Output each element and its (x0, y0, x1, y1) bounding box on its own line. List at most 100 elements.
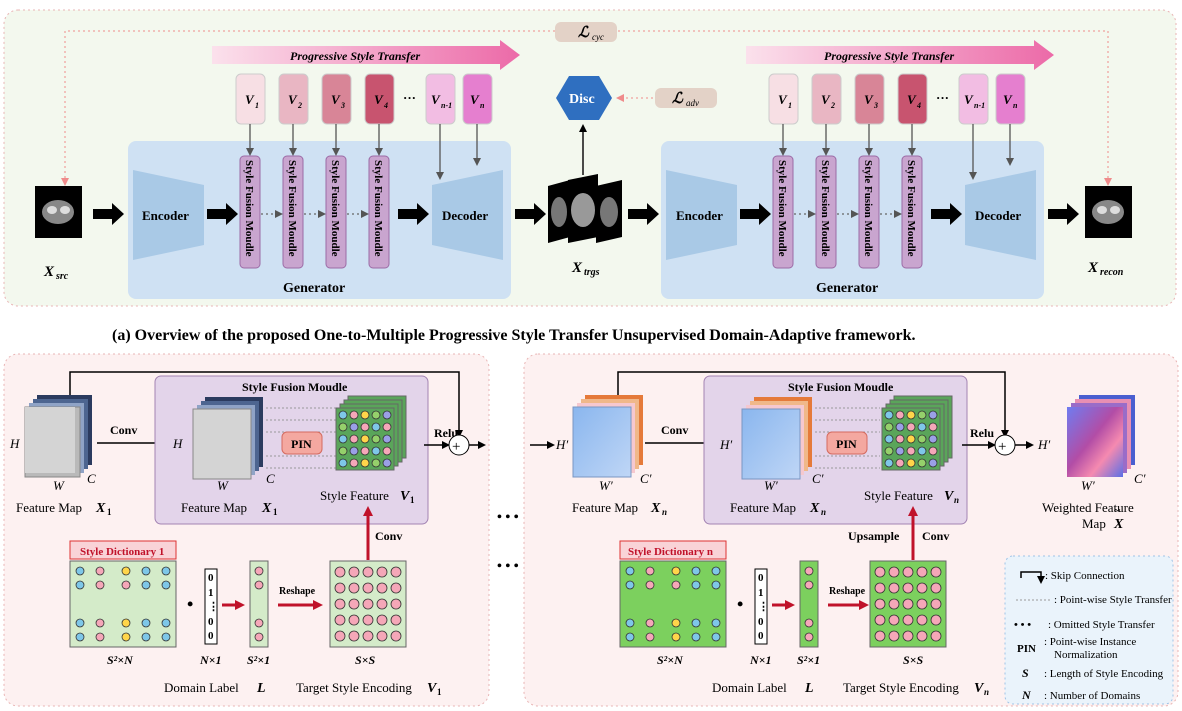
feature-map-x1-label: Feature Map (16, 500, 82, 515)
style-encoding-dot (349, 422, 359, 432)
conv-label-left: Conv (110, 423, 137, 437)
conv2-label-right: Conv (922, 529, 949, 543)
style-encoding-dot (390, 598, 402, 610)
style-encoding-dot (75, 566, 85, 576)
svg-text:1: 1 (208, 587, 214, 599)
svg-text:V: V (778, 92, 788, 107)
style-encoding-dot (895, 446, 905, 456)
cycle-loss-arrow (61, 30, 555, 186)
style-encoding-dot (390, 614, 402, 626)
svg-text:+: + (998, 439, 1006, 455)
domain-label-onehot-left: 0 1 ⋮ 0 0 (204, 568, 219, 645)
style-feature-v1 (335, 395, 407, 471)
svg-text:X: X (650, 501, 661, 516)
svg-text:0: 0 (208, 572, 214, 584)
svg-text:V: V (288, 92, 298, 107)
style-encoding-dot (645, 580, 655, 590)
pst-arrow-left (212, 40, 520, 70)
svg-text:: Skip Connection: : Skip Connection (1045, 570, 1125, 582)
svg-text:N×1: N×1 (199, 653, 222, 667)
cycle-loss-arrow-right (618, 30, 1112, 186)
generator-left (128, 141, 511, 299)
style-encoding-dot (95, 618, 105, 628)
style-encoding-dot (625, 632, 635, 642)
svg-text:Style Fusion Moudle: Style Fusion Moudle (372, 160, 384, 257)
svg-text:V: V (470, 92, 480, 107)
style-encoding-dot (371, 458, 381, 468)
style-encoding-dot (625, 566, 635, 576)
adv-loss-sub: adv (686, 98, 699, 108)
style-encoding-dot (338, 458, 348, 468)
style-encoding-dot (645, 618, 655, 628)
svg-text:n: n (662, 507, 667, 517)
style-encoding-dot (888, 566, 900, 578)
style-encoding-dot (334, 598, 346, 610)
svg-text:W′: W′ (599, 478, 613, 493)
pst-arrow-right (746, 40, 1054, 70)
style-encoding-dot (371, 410, 381, 420)
svg-text:Target Style Encoding: Target Style Encoding (843, 680, 959, 695)
svg-text:0: 0 (758, 616, 764, 628)
generator-left-label: Generator (283, 281, 345, 296)
style-encoding-dot (888, 598, 900, 610)
svg-text:1: 1 (273, 507, 278, 517)
svg-text:V: V (864, 92, 874, 107)
style-encoding-dot (895, 434, 905, 444)
svg-text:src: src (55, 271, 69, 282)
decoder-left-label: Decoder (442, 208, 488, 223)
svg-text:H: H (172, 436, 183, 451)
style-encoding-dot (874, 630, 886, 642)
style-encoding-dot (804, 566, 814, 576)
omitted-dots-1: • • • (497, 510, 519, 525)
svg-text:PIN: PIN (1017, 643, 1036, 655)
svg-text:L: L (804, 681, 814, 696)
style-encoding-dot (928, 446, 938, 456)
style-encoding-dot (161, 580, 171, 590)
svg-text:Style Fusion Moudle: Style Fusion Moudle (776, 160, 788, 257)
style-encoding-dot (917, 410, 927, 420)
style-encoding-dot (348, 566, 360, 578)
pst-label-right: Progressive Style Transfer (824, 49, 955, 63)
encoder-left-label: Encoder (142, 208, 189, 223)
style-encoding-dot (254, 632, 264, 642)
style-encoding-dot (382, 458, 392, 468)
style-encoding-dot (906, 410, 916, 420)
generator-right (661, 141, 1044, 299)
style-encoding-dot (711, 566, 721, 576)
style-encoding-dot (254, 618, 264, 628)
svg-text:N: N (1021, 688, 1032, 702)
svg-text:Weighted Feature: Weighted Feature (1042, 500, 1134, 515)
style-encoding-dot (884, 410, 894, 420)
svg-text:3: 3 (873, 101, 878, 110)
style-encoding-dot (916, 614, 928, 626)
svg-text:V: V (964, 92, 974, 107)
cycle-loss-label: ℒ (578, 25, 590, 41)
style-encoding-dot (902, 566, 914, 578)
style-encoding-dot (711, 618, 721, 628)
sfm-columns-right (772, 155, 923, 269)
svg-text:: Point-wise Style Transfer: : Point-wise Style Transfer (1054, 594, 1172, 606)
svg-text:+: + (452, 439, 460, 455)
style-encoding-dot (371, 434, 381, 444)
style-encoding-dot (371, 446, 381, 456)
style-encoding-dot (895, 458, 905, 468)
style-encoding-dot (874, 598, 886, 610)
v-boxes-right (768, 73, 1026, 125)
svg-text:Target Style Encoding: Target Style Encoding (296, 680, 412, 695)
svg-text:S²×N: S²×N (107, 653, 134, 667)
dict-title-right: Style Dictionary n (628, 546, 713, 558)
style-encoding-dot (376, 566, 388, 578)
style-encoding-dot (338, 446, 348, 456)
style-encoding-dot (362, 582, 374, 594)
svg-text:Style Fusion Moudle: Style Fusion Moudle (243, 160, 255, 257)
feature-map-xn (572, 395, 643, 478)
svg-text:⋮: ⋮ (758, 601, 769, 613)
style-encoding-dot (362, 598, 374, 610)
svg-text:V: V (245, 92, 255, 107)
style-encoding-dot (928, 410, 938, 420)
svg-text:V: V (974, 681, 985, 696)
adv-loss-box (655, 88, 717, 108)
svg-text:Reshape: Reshape (279, 586, 316, 597)
v-ellipsis-left: ··· (403, 90, 416, 105)
cycle-loss-box (555, 22, 617, 42)
